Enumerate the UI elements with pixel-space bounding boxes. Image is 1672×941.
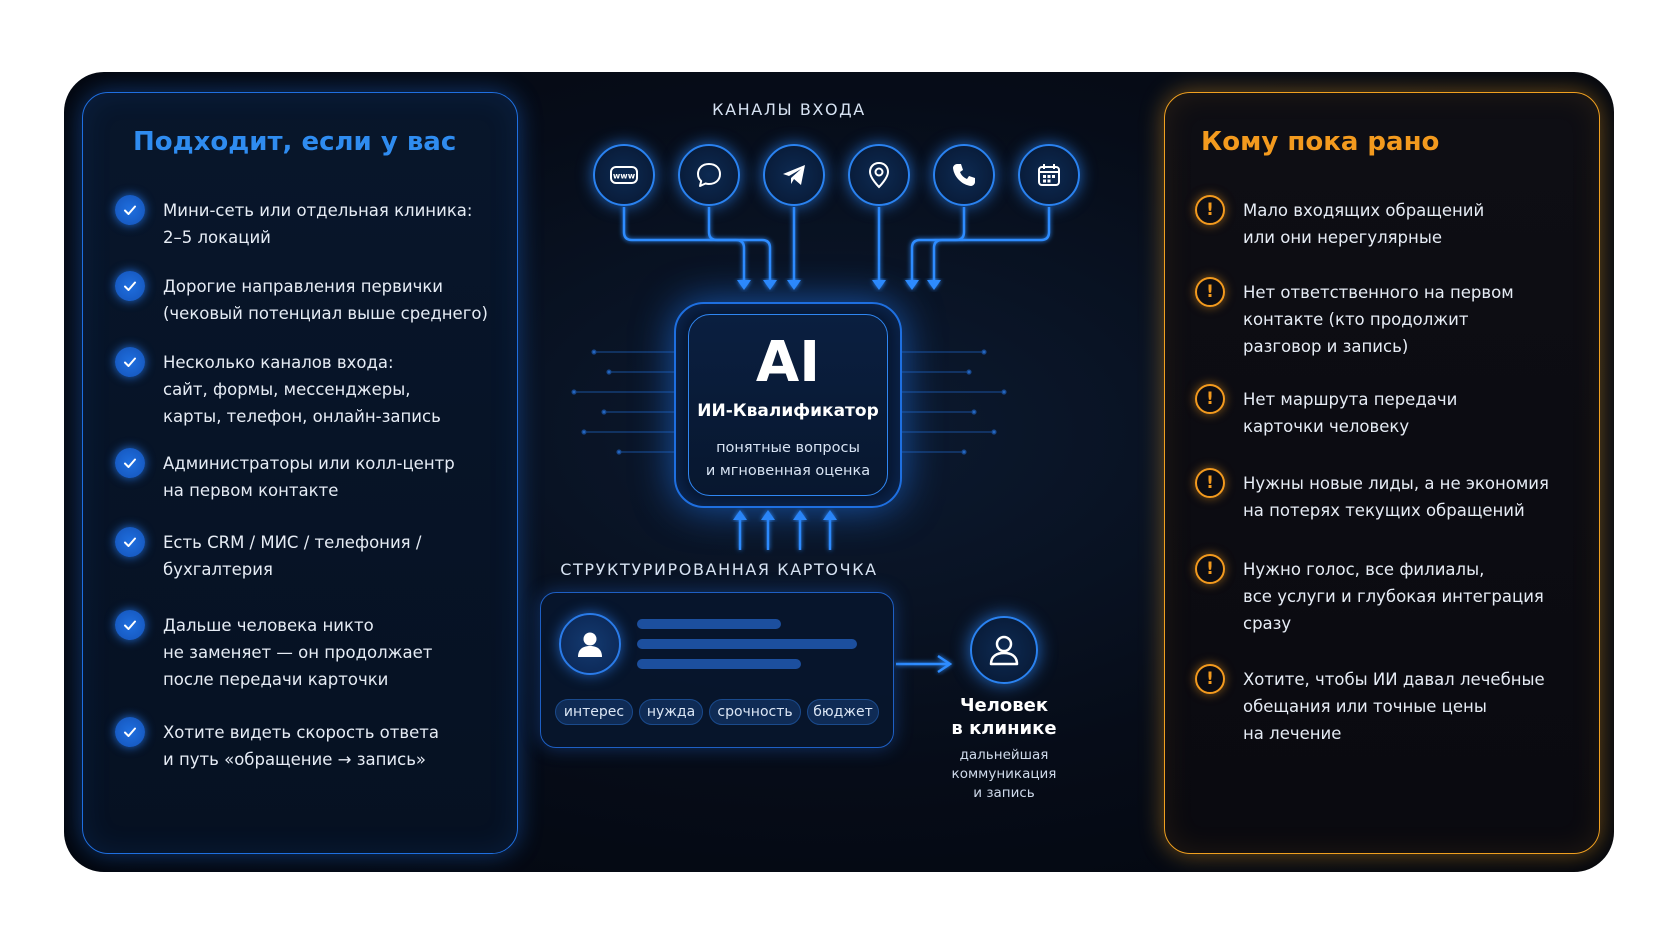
fits-item-text: Дальше человека никто не заменяет — он п… — [163, 616, 433, 689]
www-icon-text: www — [613, 172, 636, 181]
card-label: СТРУКТУРИРОВАННАЯ КАРТОЧКА — [560, 560, 878, 579]
warning-icon: ! — [1195, 384, 1225, 414]
too-early-item: ! Мало входящих обращений или они нерегу… — [1195, 195, 1579, 251]
too-early-item-text: Нет ответственного на первом контакте (к… — [1243, 283, 1514, 356]
check-icon — [115, 527, 145, 557]
check-icon — [115, 271, 145, 301]
tag-budget: бюджет — [807, 699, 879, 725]
fits-item-text: Администраторы или колл-центр на первом … — [163, 454, 455, 500]
tag-interest: интерес — [555, 699, 633, 725]
card-placeholder-line — [637, 659, 801, 669]
fits-item: Несколько каналов входа: сайт, формы, ме… — [115, 347, 497, 430]
fits-item-text: Мини-сеть или отдельная клиника: 2–5 лок… — [163, 201, 473, 247]
telegram-icon — [763, 144, 825, 206]
too-early-item: ! Нет ответственного на первом контакте … — [1195, 277, 1579, 360]
too-early-title: Кому пока рано — [1201, 127, 1440, 157]
check-icon — [115, 448, 145, 478]
user-icon — [559, 613, 621, 675]
too-early-item: ! Хотите, чтобы ИИ давал лечебные обещан… — [1195, 664, 1579, 747]
too-early-item: ! Нет маршрута передачи карточки человек… — [1195, 384, 1579, 440]
channels-label: КАНАЛЫ ВХОДА — [712, 100, 866, 119]
too-early-item-text: Мало входящих обращений или они нерегуля… — [1243, 201, 1485, 247]
human-title: Человек в клинике — [951, 695, 1057, 739]
fits-item: Есть CRM / МИС / телефония / бухгалтерия — [115, 527, 497, 583]
card-placeholder-line — [637, 619, 781, 629]
phone-icon — [933, 144, 995, 206]
fits-panel: Подходит, если у вас Мини-сеть или отдел… — [82, 92, 518, 854]
diagram-board: Подходит, если у вас Мини-сеть или отдел… — [64, 72, 1614, 872]
calendar-icon — [1018, 144, 1080, 206]
too-early-item: ! Нужны новые лиды, а не экономия на пот… — [1195, 468, 1579, 524]
ai-qualifier-chip: AI ИИ-Квалификатор понятные вопросы и мг… — [674, 302, 902, 508]
chip-inner: AI ИИ-Квалификатор понятные вопросы и мг… — [688, 314, 888, 496]
fits-item-text: Дорогие направления первички (чековый по… — [163, 277, 488, 323]
chip-ai-label: AI — [755, 330, 821, 395]
tag-need: нужда — [639, 699, 703, 725]
warning-icon: ! — [1195, 554, 1225, 584]
too-early-item-text: Нужно голос, все филиалы, все услуги и г… — [1243, 560, 1544, 633]
too-early-panel: Кому пока рано ! Мало входящих обращений… — [1164, 92, 1600, 854]
connection-lines — [571, 207, 1051, 674]
www-icon: www — [593, 144, 655, 206]
fits-item: Хотите видеть скорость ответа и путь «об… — [115, 717, 497, 773]
card-placeholder-line — [637, 639, 857, 649]
map-pin-icon — [848, 144, 910, 206]
fits-item-text: Несколько каналов входа: сайт, формы, ме… — [163, 353, 441, 426]
chat-icon — [678, 144, 740, 206]
too-early-item-text: Хотите, чтобы ИИ давал лечебные обещания… — [1243, 670, 1545, 743]
check-icon — [115, 195, 145, 225]
warning-icon: ! — [1195, 277, 1225, 307]
fits-item-text: Хотите видеть скорость ответа и путь «об… — [163, 723, 439, 769]
fits-item: Мини-сеть или отдельная клиника: 2–5 лок… — [115, 195, 497, 251]
person-icon — [970, 616, 1038, 684]
too-early-item-text: Нужны новые лиды, а не экономия на потер… — [1243, 474, 1549, 520]
tag-urgency: срочность — [709, 699, 801, 725]
structured-card: интерес нужда срочность бюджет — [540, 592, 894, 748]
fits-item: Дорогие направления первички (чековый по… — [115, 271, 497, 327]
fits-title: Подходит, если у вас — [133, 127, 457, 157]
warning-icon: ! — [1195, 664, 1225, 694]
chip-subtitle: понятные вопросы и мгновенная оценка — [705, 440, 871, 479]
warning-icon: ! — [1195, 468, 1225, 498]
human-subtitle: дальнейшая коммуникация и запись — [951, 747, 1057, 801]
chip-name: ИИ-Квалификатор — [697, 401, 879, 421]
too-early-item-text: Нет маршрута передачи карточки человеку — [1243, 390, 1458, 436]
warning-icon: ! — [1195, 195, 1225, 225]
too-early-item: ! Нужно голос, все филиалы, все услуги и… — [1195, 554, 1579, 637]
fits-item: Дальше человека никто не заменяет — он п… — [115, 610, 497, 693]
check-icon — [115, 347, 145, 377]
fits-item-text: Есть CRM / МИС / телефония / бухгалтерия — [163, 533, 422, 579]
check-icon — [115, 610, 145, 640]
fits-item: Администраторы или колл-центр на первом … — [115, 448, 497, 504]
check-icon — [115, 717, 145, 747]
